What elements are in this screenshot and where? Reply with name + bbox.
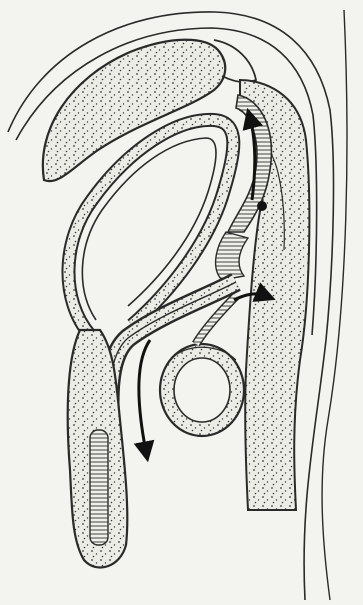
arrow-lower	[139, 340, 150, 452]
ring-organ	[160, 344, 244, 436]
dot-marker	[257, 201, 267, 211]
ventral-line	[322, 10, 347, 600]
